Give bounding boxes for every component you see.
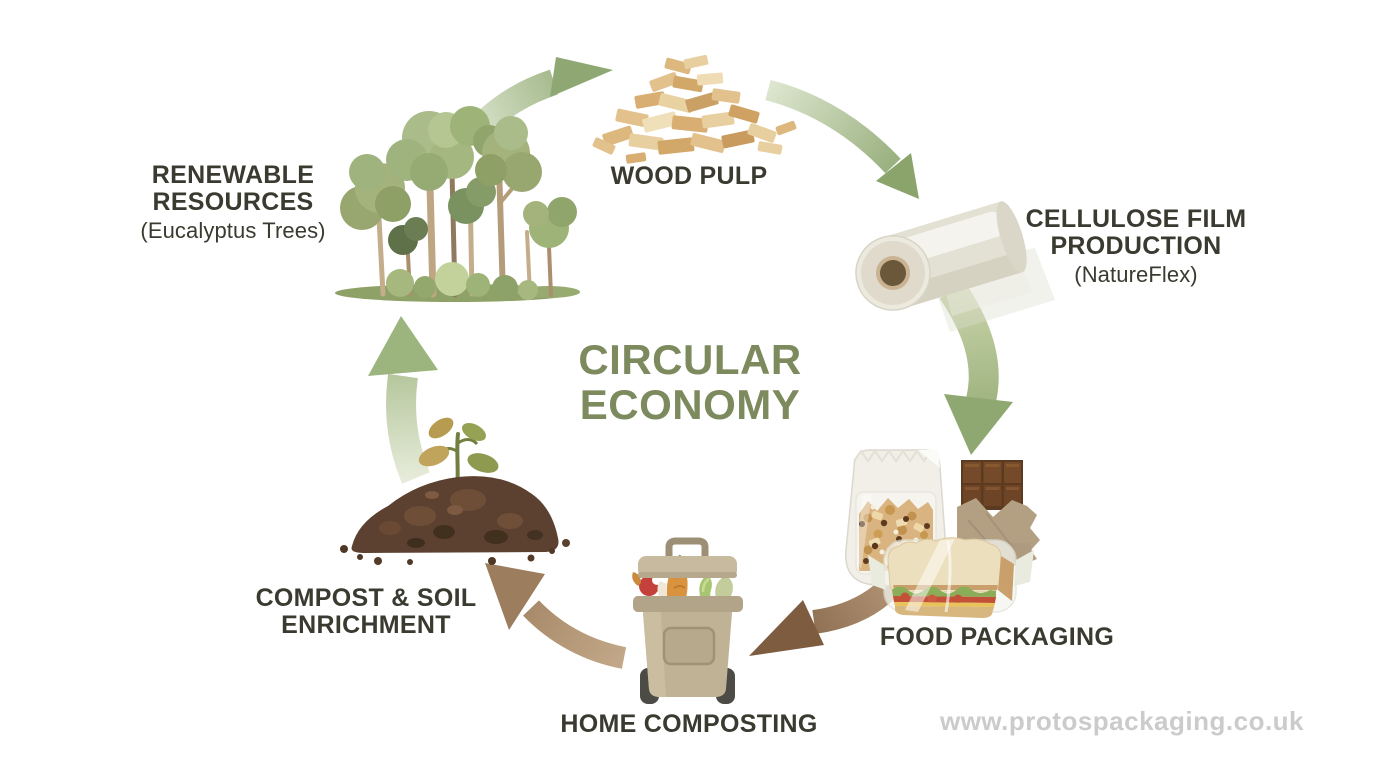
title-line: ECONOMY [579,381,801,428]
label-line: PRODUCTION [1050,232,1222,260]
arrow-film-to-packaging-icon [939,281,1013,455]
arrow-packaging-to-composting-icon [749,567,910,656]
diagram-title: CIRCULAR ECONOMY [578,337,801,427]
wrapped-sandwich-icon [868,537,1034,618]
label-line: COMPOST & SOIL [255,584,477,612]
label-line: RENEWABLE [151,161,315,189]
label-subline: (Eucalyptus Trees) [140,218,326,243]
label-food-packaging: FOOD PACKAGING [880,624,1114,651]
label-wood-pulp: WOOD PULP [611,163,768,190]
compost-pile-seedling-icon [340,417,570,565]
eucalyptus-forest-icon [335,106,580,302]
label-line: CELLULOSE FILM [1025,205,1247,233]
label-line: WOOD PULP [610,162,768,190]
label-compost-soil-enrichment: COMPOST & SOIL ENRICHMENT [256,585,477,639]
label-cellulose-film-production: CELLULOSE FILM PRODUCTION (NatureFlex) [1026,206,1247,288]
compost-bin-icon [632,537,743,704]
title-line: CIRCULAR [578,336,802,383]
film-roll-icon [855,201,1055,332]
watermark-url: www.protospackaging.co.uk [939,706,1305,736]
wood-chip-pile-icon [592,54,797,164]
label-line: FOOD PACKAGING [879,623,1115,651]
arrow-resources-to-pulp-icon [463,57,613,144]
label-line: HOME COMPOSTING [560,710,818,738]
label-renewable-resources: RENEWABLE RESOURCES (Eucalyptus Trees) [140,162,325,244]
food-packaging-icons [845,449,1040,618]
label-line: RESOURCES [152,188,314,216]
arrow-composting-to-compost-icon [485,563,627,669]
arrow-pulp-to-film-icon [765,79,919,199]
arrow-compost-to-resources-icon [368,316,438,484]
label-home-composting: HOME COMPOSTING [560,711,817,738]
label-line: ENRICHMENT [281,611,451,639]
label-subline: (NatureFlex) [1074,262,1198,287]
